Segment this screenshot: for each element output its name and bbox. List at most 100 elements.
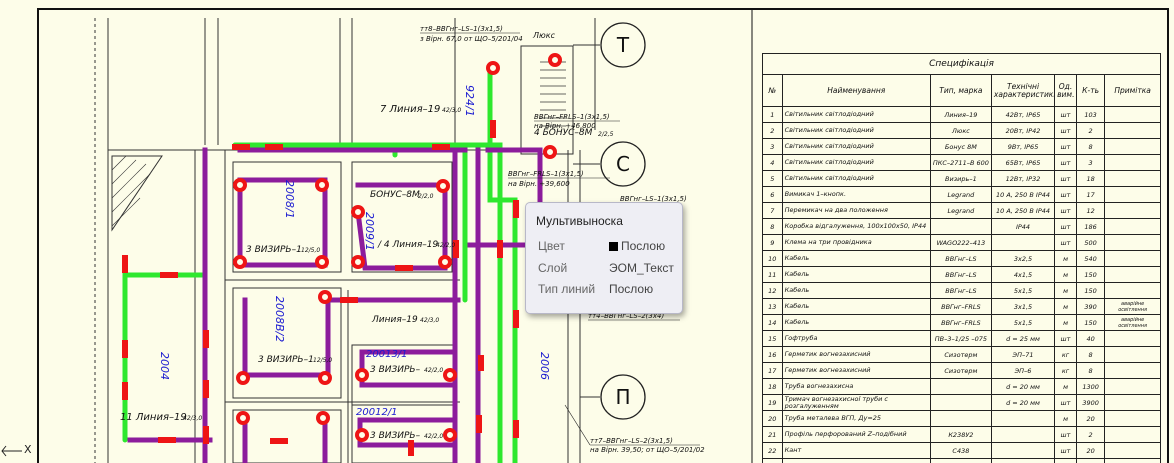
table-cell: 1 <box>762 106 783 123</box>
label-line19-frac: 42/3,0 <box>420 317 439 324</box>
table-cell: 2 <box>762 122 783 139</box>
table-cell: С438 <box>929 442 992 459</box>
table-cell: 8 <box>1075 346 1106 363</box>
table-cell: Сизотерм <box>929 362 992 379</box>
table-cell: 5х1,5 <box>990 314 1056 331</box>
label-line7-frac: 42/3,0 <box>442 107 461 114</box>
label-bonus-mid: БОНУС–8М <box>370 190 420 200</box>
layer-value[interactable]: ЭОМ_Текст <box>609 261 674 275</box>
table-cell: 22 <box>762 442 783 459</box>
table-cell <box>1104 330 1161 347</box>
table-cell <box>1104 218 1161 235</box>
grid-axis-bubbles: Т С П <box>573 22 646 420</box>
label-line7: 7 Линия–19 <box>380 104 440 115</box>
label-line11-frac: 42/3,0 <box>183 415 202 422</box>
table-cell: м <box>1054 410 1077 427</box>
table-cell: 8 <box>762 218 783 235</box>
table-cell <box>929 378 992 395</box>
table-cell: Труба металева ВГП, Ду=25 <box>781 410 931 427</box>
table-cell: 150 <box>1075 266 1106 283</box>
color-label: Цвет <box>538 239 565 253</box>
table-cell: 21 <box>762 426 783 443</box>
table-cell: шт <box>1054 154 1077 171</box>
table-cell: м <box>1054 314 1077 331</box>
table-cell <box>929 410 992 427</box>
room-2008b-2: 2008В/2 <box>273 296 286 342</box>
staircase <box>540 61 566 127</box>
table-row: 23Кронштейн К100шт18 <box>762 458 1161 463</box>
table-cell <box>990 458 1056 463</box>
axis-label-s: С <box>616 152 630 176</box>
table-cell: d = 20 мм <box>990 394 1056 411</box>
table-cell: 18 <box>1075 458 1106 463</box>
cable-stair: ВВГнг–FRLS–1(3х1,5) <box>508 170 584 178</box>
table-cell <box>1104 266 1161 283</box>
table-cell: 13 <box>762 298 783 315</box>
table-cell: 14 <box>762 314 783 331</box>
room-20012-1: 20012/1 <box>356 407 398 418</box>
table-cell: Кабель <box>781 250 931 267</box>
axis-label-t: Т <box>616 33 630 57</box>
drawing-frame <box>37 8 1169 463</box>
table-cell <box>990 426 1056 443</box>
multileader-properties-tooltip[interactable]: Мультивыноска Цвет Послою Слой ЭОМ_Текст… <box>525 202 683 314</box>
table-cell: 540 <box>1075 250 1106 267</box>
cable-annotations: тт8–ВВГнг–LS–1(3х1,5) з Вірн. 67,0 от ЩО… <box>420 25 705 454</box>
table-cell <box>1104 378 1161 395</box>
table-cell: кг <box>1054 362 1077 379</box>
table-cell: 8 <box>1075 138 1106 155</box>
table-cell: Кабель <box>781 314 931 331</box>
label-line4: / 4 Линия–19 <box>377 240 438 250</box>
table-cell: 103 <box>1075 106 1106 123</box>
linetype-label: Тип линий <box>538 282 596 296</box>
spec-header-4: Од. вим. <box>1054 74 1077 107</box>
spec-header-0: № <box>762 74 783 107</box>
ucs-arrow-icon <box>1 445 22 457</box>
cable-bot-b: на Вірн. 39,50; от ЩО–5/201/02 <box>590 446 705 454</box>
table-cell: 18 <box>762 378 783 395</box>
table-cell: м <box>1054 298 1077 315</box>
table-cell: Кабель <box>781 298 931 315</box>
table-cell <box>1104 122 1161 139</box>
label-vizir-a-frac: 12/5,0 <box>301 247 320 254</box>
table-cell: 2 <box>1075 426 1106 443</box>
building-walls <box>94 18 596 463</box>
table-cell: 186 <box>1075 218 1106 235</box>
table-cell: аварійне освітлення <box>1104 298 1161 315</box>
axis-label-p: П <box>615 385 630 409</box>
table-cell: 10 А, 250 В IP44 <box>990 186 1056 203</box>
table-cell: К238У2 <box>929 426 992 443</box>
room-2004: 2004 <box>158 352 171 380</box>
label-vizir-c: 3 ВИЗИРЬ– <box>370 365 421 375</box>
color-value[interactable]: Послою <box>609 239 665 253</box>
label-vizir-d: 3 ВИЗИРЬ– <box>370 431 421 441</box>
table-cell: Кабель <box>781 266 931 283</box>
table-cell: d = 25 мм <box>990 330 1056 347</box>
table-cell <box>929 458 992 463</box>
table-cell: 3х2,5 <box>990 250 1056 267</box>
table-cell: ЭП–6 <box>990 362 1056 379</box>
table-cell: шт <box>1054 394 1077 411</box>
table-cell: 1300 <box>1075 378 1106 395</box>
cable-top-b: з Вірн. 67,0 от ЩО–5/201/04 <box>420 35 523 43</box>
label-vizir-b: 3 ВИЗИРЬ–1 <box>258 355 314 365</box>
table-cell: Світильник світлодіодний <box>781 122 931 139</box>
table-cell: 3 <box>1075 154 1106 171</box>
table-cell: 19 <box>762 394 783 411</box>
linetype-value[interactable]: Послою <box>609 282 654 296</box>
table-cell: 42Вт, IP65 <box>990 106 1056 123</box>
table-cell: 390 <box>1075 298 1106 315</box>
table-cell: 3 <box>762 138 783 155</box>
table-cell: Кабель <box>781 282 931 299</box>
